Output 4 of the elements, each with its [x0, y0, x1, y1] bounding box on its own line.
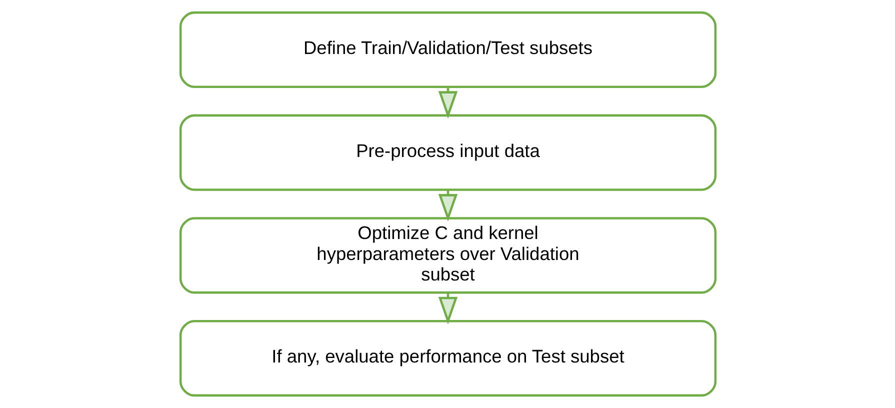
node-box: Optimize C and kernel hyperparameters over Validation subset — [178, 217, 716, 294]
node-box: Pre-process input data — [178, 114, 716, 191]
node-box: If any, evaluate performance on Test subset — [178, 320, 716, 397]
node-box: Define Train/Validation/Test subsets — [178, 11, 716, 88]
